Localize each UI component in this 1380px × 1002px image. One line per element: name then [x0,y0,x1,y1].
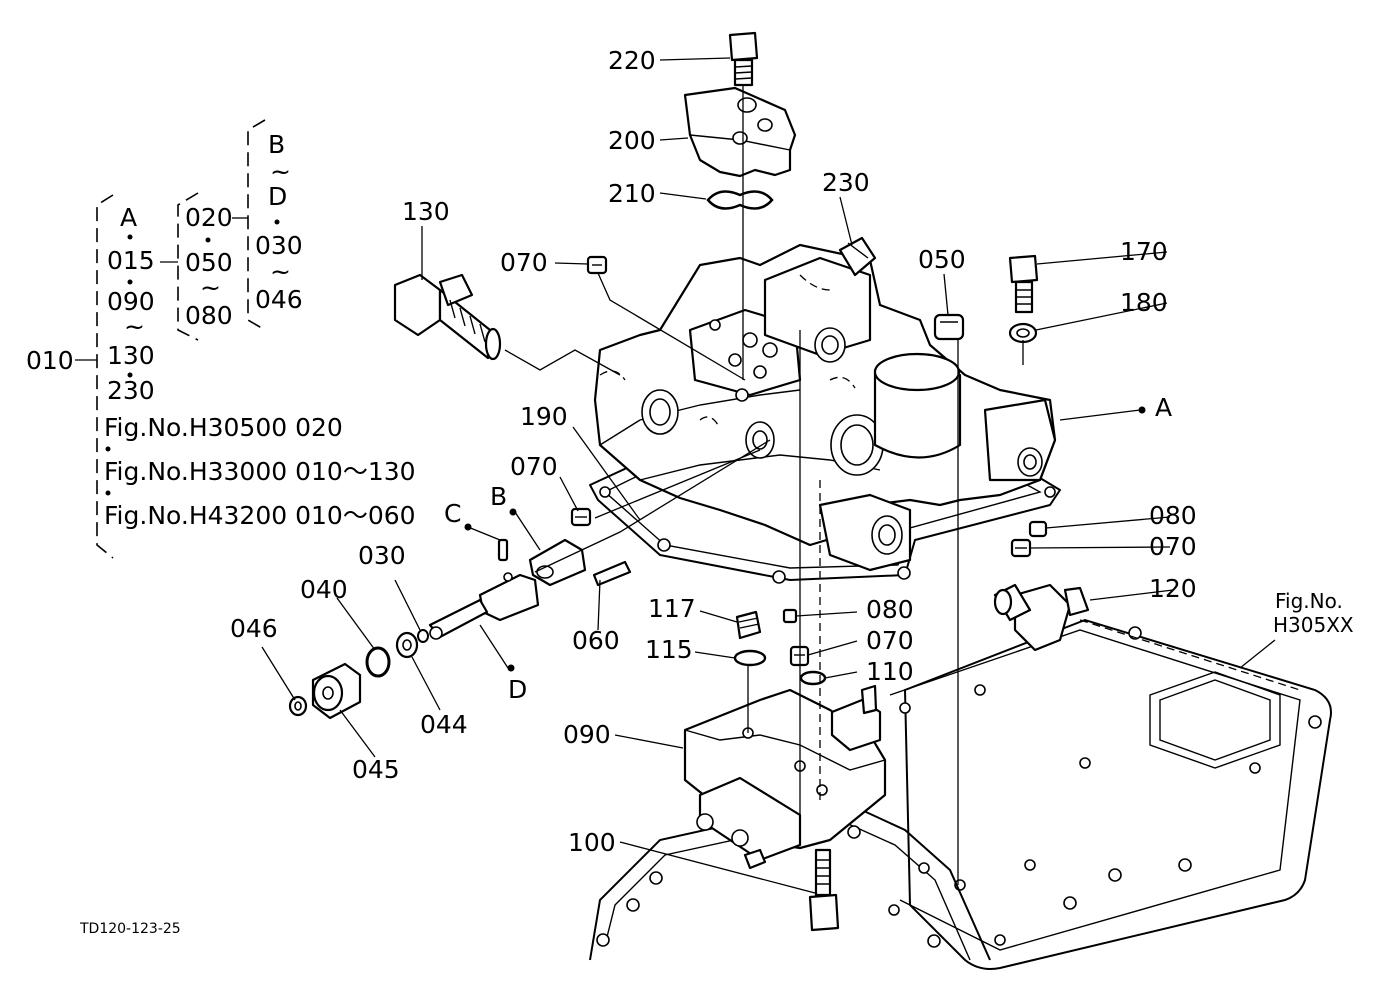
plug-080-right [1028,520,1048,538]
pin-060 [592,560,632,587]
point-A-marker [1138,406,1146,414]
strainer-117 [735,610,762,640]
leader-070-top [597,272,746,381]
bolt-170 [1008,254,1039,314]
bolt-100 [808,848,840,932]
callout-060: 060 [572,626,620,655]
callout-070-right: 070 [1149,532,1197,561]
o-ring-110 [799,670,827,686]
legend-col1-4: 130 [107,341,155,370]
point-B-marker [509,508,517,516]
callout-220: 220 [608,46,656,75]
callout-045: 045 [352,755,400,784]
valve-cover-200 [683,86,797,178]
legend-col3-4: ~ [270,257,291,286]
o-ring-030 [417,629,429,643]
axis-spool [534,439,771,573]
bolt-220 [728,31,759,87]
elbow-fitting-130 [393,273,502,361]
callout-130: 130 [402,197,450,226]
legend-col3-1: ~ [270,157,291,186]
legend-col1-3: ~ [124,312,145,341]
legend-col1-2: 090 [107,287,155,316]
callout-070-left: 070 [510,452,558,481]
legend-fig-ref-1: Fig.No.H33000 010～130 [104,457,416,486]
plug-045 [311,662,362,720]
callout-070-top: 070 [500,248,548,277]
legend-col3-3: 030 [255,231,303,260]
transmission-case-plate [889,618,1332,970]
callout-210: 210 [608,179,656,208]
plug-070-left [570,507,592,527]
callout-040: 040 [300,575,348,604]
diagram-code: TD120-123-25 [79,921,181,937]
point-C-marker [464,523,472,531]
fig-ref-line1: Fig.No. [1275,589,1343,613]
callout-230: 230 [822,168,870,197]
plug-070-right [1010,538,1032,558]
o-ring-115 [733,649,767,667]
callout-120: 120 [1149,574,1197,603]
callout-050: 050 [918,245,966,274]
valve-block-090 [683,684,887,870]
o-ring-210 [706,190,774,210]
legend-col3-5: 046 [255,285,303,314]
leader-130-to-body [504,349,621,376]
point-D-marker [507,664,515,672]
spool-D [428,572,540,640]
plug-230 [838,236,877,277]
legend-col3-0: B [268,130,285,159]
legend-fig-ref-0: Fig.No.H30500 020 [104,413,343,442]
group-legend: 010 A 015 090 ~ 130 230 Fig.No.H30500 02… [26,119,416,559]
callout-leaders [261,57,1276,894]
axis-070-left [594,449,761,519]
legend-col2-3: 080 [185,301,233,330]
washer-044 [395,631,419,659]
legend-col2-2: ~ [200,273,221,302]
plug-050 [933,313,965,341]
callout-030: 030 [358,541,406,570]
callout-090: 090 [563,720,611,749]
callout-200: 200 [608,126,656,155]
callout-100: 100 [568,828,616,857]
legend-root: 010 [26,346,74,375]
plug-070-top [586,255,608,275]
legend-col2-0: 020 [185,203,233,232]
seal-046 [288,695,308,717]
callout-C: C [444,499,461,528]
callout-170: 170 [1120,237,1168,266]
callout-044: 044 [420,710,468,739]
legend-col1-5: 230 [107,376,155,405]
callout-046: 046 [230,614,278,643]
o-ring-040 [365,646,391,678]
washer-180 [1008,322,1038,344]
callout-labels: 220 200 210 230 130 070 050 170 180 A 19… [79,46,1354,937]
callout-080-lower: 080 [866,595,914,624]
callout-117: 117 [648,594,696,623]
plug-080-lower [782,608,798,624]
elbow-fitting-120 [993,583,1090,652]
legend-col2-1: 050 [185,248,233,277]
callout-B: B [490,482,507,511]
callout-D: D [508,675,527,704]
fig-ref-line2: H305XX [1273,613,1354,637]
legend-col1-1: 015 [107,246,155,275]
callout-190: 190 [520,402,568,431]
legend-fig-ref-2: Fig.No.H43200 010～060 [104,501,416,530]
callout-080-right: 080 [1149,501,1197,530]
callout-A: A [1155,393,1172,422]
pin-C [497,538,509,562]
legend-col3-2: D [268,182,287,211]
callout-070-lower: 070 [866,626,914,655]
callout-115: 115 [645,635,693,664]
legend-col1-0: A [120,203,137,232]
callout-110: 110 [866,657,914,686]
callout-180: 180 [1120,288,1168,317]
